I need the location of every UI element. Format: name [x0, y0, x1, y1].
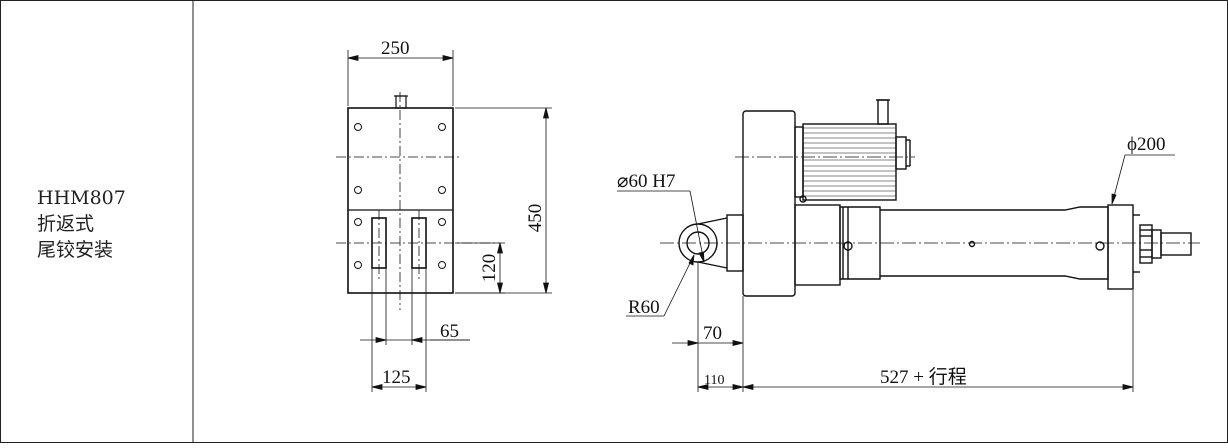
tube-bolt-left	[843, 241, 853, 251]
front-centerlines	[336, 92, 500, 310]
front-view	[336, 92, 500, 310]
motor-fins	[803, 127, 896, 197]
mount-type: 尾铰安装	[37, 239, 114, 261]
dim-slot-spacing: 125	[382, 367, 411, 388]
tube-bolt-right	[1095, 241, 1105, 251]
motor-bolt	[799, 195, 807, 203]
cylinder-collar	[839, 206, 881, 280]
piston-rod-end	[1160, 232, 1192, 256]
dim-radius: R60	[628, 297, 660, 318]
dim-slot-offset: 65	[440, 321, 459, 342]
dim-front-height: 450	[525, 204, 546, 233]
top-fitting	[395, 95, 407, 109]
rod-collar	[1151, 229, 1162, 259]
cylinder-neck	[794, 204, 841, 286]
dim-rod-diameter: ϕ200	[1127, 134, 1166, 155]
side-dimensions	[617, 154, 1175, 392]
tube-center-mark	[968, 240, 976, 248]
model-label: HHM807 折返式 尾铰安装	[37, 185, 187, 263]
front-bolts	[354, 123, 446, 269]
gearbox-housing	[742, 110, 796, 297]
front-dimensions	[347, 50, 552, 392]
end-cap	[1107, 204, 1134, 290]
front-body	[347, 107, 454, 294]
dim-clevis-offset: 110	[704, 373, 724, 388]
dim-front-width: 250	[381, 38, 410, 59]
model-code: HHM807	[37, 187, 126, 209]
dim-bore: ⌀60 H7	[617, 171, 675, 192]
motor-flange	[794, 126, 804, 198]
motor-brake	[895, 136, 907, 170]
model-type: 折返式	[37, 213, 95, 235]
clevis-arms	[697, 217, 728, 269]
motor-body	[802, 123, 897, 201]
dim-clevis-length: 70	[703, 323, 722, 344]
side-view	[660, 99, 1200, 297]
dim-body-length: 527 + 行程	[880, 366, 967, 388]
motor-connector	[877, 99, 889, 125]
dim-front-lower: 120	[479, 254, 500, 283]
